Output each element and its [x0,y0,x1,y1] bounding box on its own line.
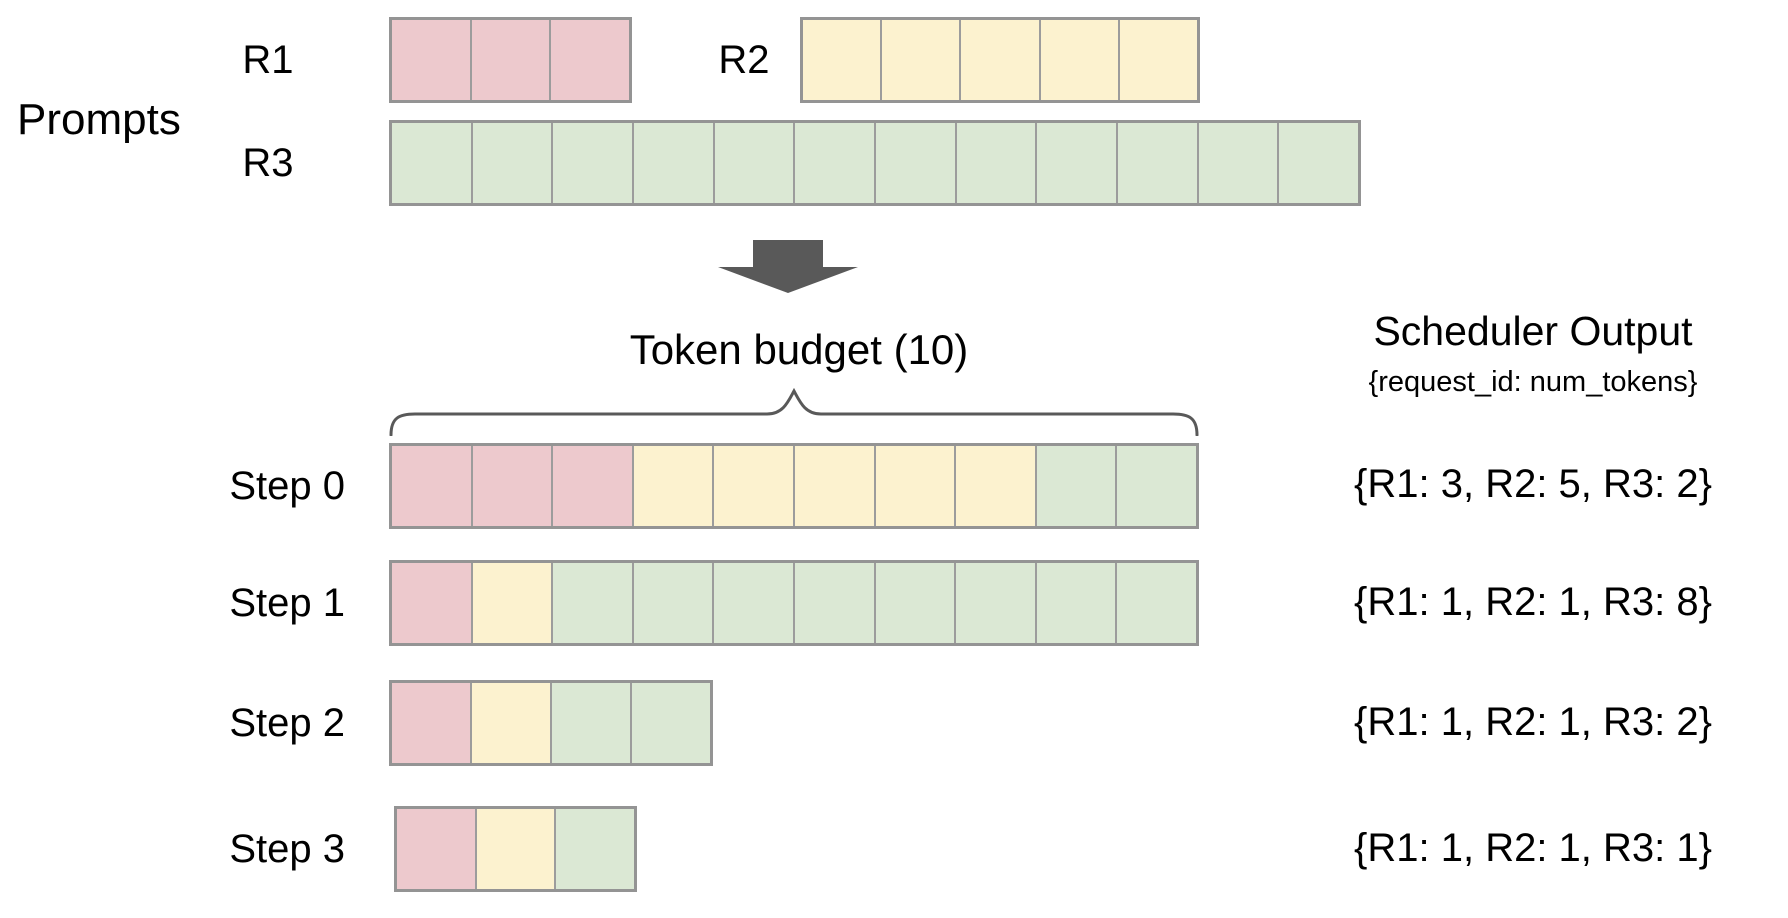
token-cell-r2 [959,20,1039,100]
scheduler-output-subtitle: {request_id: num_tokens} [1368,366,1698,398]
prompt-tokens-r3 [389,120,1361,206]
request-label-r2: R2 [718,37,770,82]
token-cell-r3 [712,123,794,203]
token-cell-r3 [954,563,1035,643]
prompts-section-label: Prompts [17,95,181,144]
token-cell-r2 [712,446,793,526]
curly-brace [389,388,1199,436]
token-cell-r3 [632,123,713,203]
step-1-output: {R1: 1, R2: 1, R3: 8} [1354,580,1712,624]
token-cell-r3 [873,563,955,643]
request-label-r3: R3 [242,140,294,185]
token-cell-r3 [1034,563,1116,643]
step-2-output: {R1: 1, R2: 1, R3: 2} [1354,700,1712,744]
step-2-scheduled-tokens [389,680,713,766]
token-cell-r3 [1116,123,1197,203]
token-cell-r1 [469,20,550,100]
token-cell-r1 [392,563,471,643]
step-3-label: Step 3 [229,826,345,871]
prompt-tokens-r2 [800,17,1200,103]
token-cell-r3 [712,563,793,643]
step-1-label: Step 1 [229,580,345,625]
token-cell-r3 [470,123,552,203]
step-0-output: {R1: 3, R2: 5, R3: 2} [1354,462,1712,506]
token-cell-r1 [549,20,630,100]
token-cell-r3 [550,683,630,763]
token-cell-r3 [792,563,874,643]
token-budget-label: Token budget (10) [629,326,969,373]
token-cell-r2 [803,20,881,100]
token-cell-r3 [793,123,875,203]
token-cell-r1 [397,809,475,889]
step-3-scheduled-tokens [394,806,637,892]
token-cell-r1 [392,683,470,763]
token-cell-r3 [1115,563,1196,643]
token-cell-r3 [554,809,635,889]
token-cell-r2 [880,20,960,100]
token-cell-r3 [1035,123,1117,203]
token-cell-r3 [551,123,633,203]
down-arrow-head [718,267,858,293]
token-cell-r2 [474,809,555,889]
token-cell-r2 [470,563,552,643]
token-cell-r3 [1115,446,1196,526]
prompt-tokens-r1 [389,17,632,103]
token-cell-r3 [630,683,710,763]
token-cell-r1 [470,446,552,526]
token-cell-r1 [551,446,632,526]
request-label-r1: R1 [242,37,294,82]
token-cell-r3 [631,563,713,643]
token-cell-r2 [1038,20,1118,100]
token-cell-r3 [954,123,1036,203]
token-cell-r3 [1196,123,1278,203]
token-cell-r2 [792,446,874,526]
step-3-output: {R1: 1, R2: 1, R3: 1} [1354,826,1712,870]
token-cell-r1 [392,20,470,100]
token-cell-r2 [470,683,550,763]
step-2-label: Step 2 [229,700,345,745]
token-cell-r3 [1034,446,1116,526]
step-1-scheduled-tokens [389,560,1199,646]
token-cell-r3 [551,563,632,643]
step-0-label: Step 0 [229,463,345,508]
scheduler-output-title: Scheduler Output [1373,308,1693,354]
down-arrow-stem [753,240,823,268]
token-cell-r3 [874,123,955,203]
token-cell-r2 [631,446,713,526]
step-0-scheduled-tokens [389,443,1199,529]
token-cell-r1 [392,446,471,526]
token-cell-r3 [1277,123,1359,203]
token-cell-r2 [1117,20,1198,100]
token-cell-r2 [954,446,1035,526]
token-cell-r2 [873,446,955,526]
token-cell-r3 [392,123,471,203]
